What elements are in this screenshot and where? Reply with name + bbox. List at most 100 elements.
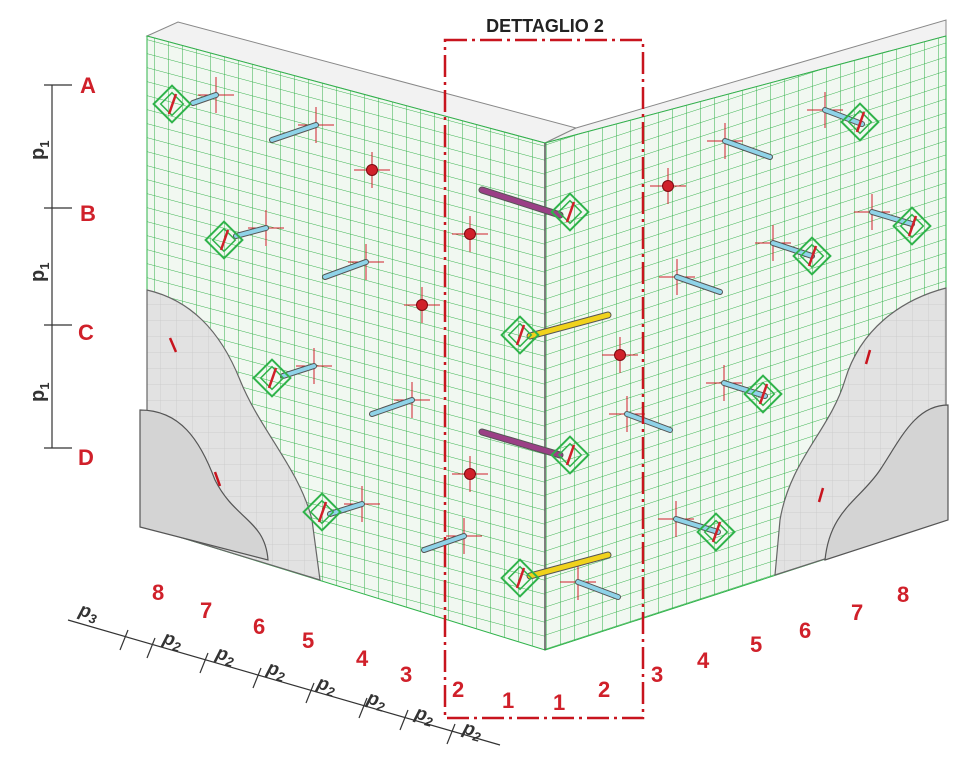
- connector-bar: [323, 260, 368, 279]
- row-dimension: [44, 84, 72, 449]
- anchor-cage-inner: [703, 519, 729, 545]
- left-col-7: 7: [200, 598, 212, 623]
- right-col-3: 3: [651, 662, 663, 687]
- row-spacing-3: p: [27, 390, 49, 402]
- detail-frame: [443, 38, 645, 720]
- left-col-6: 6: [253, 614, 265, 639]
- red-connector-dot: [464, 228, 476, 240]
- red-connector-dot: [614, 349, 626, 361]
- anchor-cage-inner: [507, 565, 533, 591]
- anchor-cage-inner: [259, 365, 285, 391]
- anchor-cage: [204, 220, 244, 260]
- row-label-b: B: [80, 201, 96, 226]
- connector-bar: [723, 139, 772, 159]
- row-label-d: D: [78, 445, 94, 470]
- anchor-cage-inner: [507, 322, 533, 348]
- anchor-pin: [317, 501, 328, 523]
- connector-bar: [234, 226, 268, 238]
- anchor-cage: [152, 84, 192, 124]
- left-plaster-front: [139, 409, 269, 561]
- left-col-3: 3: [400, 662, 412, 687]
- connector-bar: [328, 502, 364, 516]
- anchor-cage: [500, 315, 540, 355]
- anchor-pin: [758, 383, 769, 405]
- connector-bar: [370, 398, 414, 416]
- connector-bar: [674, 517, 720, 534]
- svg-text:p2: p2: [159, 627, 185, 655]
- anchor-pin: [855, 111, 866, 133]
- right-col-6: 6: [799, 618, 811, 643]
- detail-title: DETTAGLIO 2: [486, 16, 604, 36]
- connector-bar: [479, 187, 563, 218]
- row-spacing-labels: p1 p1 p1: [27, 141, 52, 402]
- anchor-cage: [792, 236, 832, 276]
- anchor-pin: [711, 521, 722, 543]
- red-connector-dot: [464, 468, 476, 480]
- right-col-8: 8: [897, 582, 909, 607]
- left-col-1: 1: [502, 688, 514, 713]
- anchor-cage: [840, 102, 880, 142]
- connector-bar: [270, 123, 318, 142]
- spacing-p2-d: p: [314, 672, 332, 696]
- connector-bar: [576, 580, 620, 599]
- anchor-pin: [267, 367, 278, 389]
- spacing-p3: p: [76, 599, 94, 623]
- spacing-p2-g: p: [460, 717, 478, 741]
- connector-bar: [281, 364, 316, 378]
- anchor-cage-inner: [557, 199, 583, 225]
- anchor-pin: [167, 93, 178, 115]
- connector-bar: [479, 429, 563, 458]
- connector-bar: [422, 534, 466, 552]
- anchor-cage: [743, 374, 783, 414]
- svg-text:p3: p3: [75, 599, 101, 627]
- anchor-cage: [302, 492, 342, 532]
- anchor-cage-inner: [211, 227, 237, 253]
- anchor-cage-inner: [799, 243, 825, 269]
- right-col-2: 2: [598, 677, 610, 702]
- spacing-p2-e: p: [364, 687, 382, 711]
- connector-bar: [675, 275, 722, 294]
- spacing-p2-c: p: [264, 657, 282, 681]
- connector-bar: [625, 412, 672, 432]
- column-dimension: [67, 619, 501, 746]
- spacing-p2-a: p: [160, 627, 178, 651]
- connector-bar: [722, 381, 767, 398]
- connector-bar: [527, 552, 611, 579]
- anchor-cage: [892, 206, 932, 246]
- svg-text:p2: p2: [263, 657, 289, 685]
- red-connector-dot: [662, 180, 674, 192]
- anchor-pin: [515, 567, 526, 589]
- row-label-c: C: [78, 320, 94, 345]
- plaster-pins: [168, 337, 872, 503]
- connector-bar: [771, 241, 814, 258]
- right-col-1: 1: [553, 690, 565, 715]
- left-col-8: 8: [152, 580, 164, 605]
- svg-text:p1: p1: [27, 141, 52, 160]
- svg-text:p2: p2: [212, 642, 238, 670]
- svg-text:p2: p2: [313, 672, 339, 700]
- right-col-5: 5: [750, 632, 762, 657]
- right-plaster-front: [824, 404, 949, 561]
- left-col-2: 2: [452, 677, 464, 702]
- anchor-cage-inner: [557, 442, 583, 468]
- anchor-pin: [907, 215, 918, 237]
- anchor-cage: [252, 358, 292, 398]
- right-col-4: 4: [697, 648, 710, 673]
- anchor-cage-inner: [309, 499, 335, 525]
- row-label-a: A: [80, 73, 96, 98]
- right-col-7: 7: [851, 600, 863, 625]
- left-col-4: 4: [356, 646, 369, 671]
- spacing-p2-b: p: [213, 642, 231, 666]
- anchor-cage: [500, 558, 540, 598]
- red-connector-dot: [416, 299, 428, 311]
- row-spacing-2: p: [27, 270, 49, 282]
- connectors: [152, 77, 932, 600]
- connector-bar: [191, 93, 218, 105]
- column-spacing-labels: p3 p2 p2 p2 p2 p2 p2 p2: [75, 599, 485, 745]
- svg-text:p2: p2: [411, 702, 437, 730]
- anchor-cage-inner: [847, 109, 873, 135]
- svg-text:p2: p2: [459, 717, 485, 745]
- red-connector-dot: [366, 164, 378, 176]
- anchor-pin: [565, 444, 576, 466]
- anchor-cage-inner: [750, 381, 776, 407]
